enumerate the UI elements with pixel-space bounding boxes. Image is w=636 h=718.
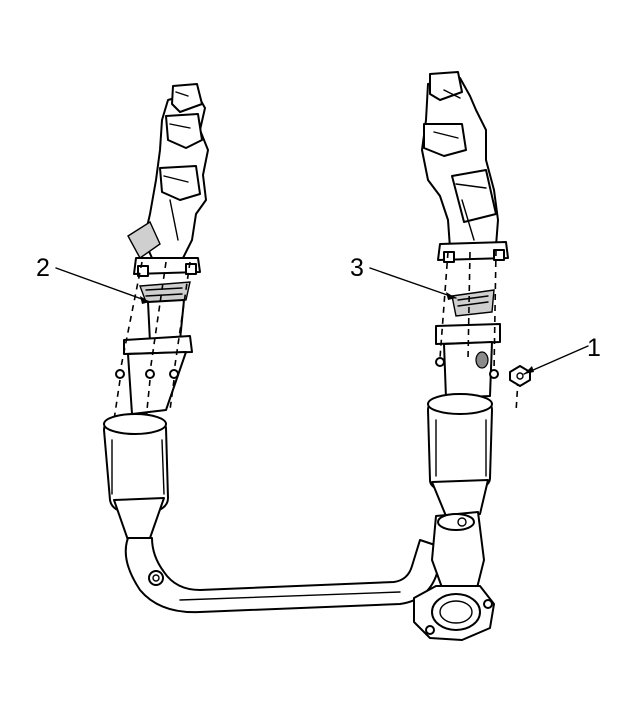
left-catalytic-converter [103, 413, 169, 541]
callout-2-label: 2 [36, 254, 50, 282]
outlet-flange [413, 585, 495, 641]
right-nut [509, 365, 531, 387]
callout-3-label: 3 [350, 254, 364, 282]
right-catalytic-converter [427, 393, 493, 517]
left-gasket [139, 281, 191, 303]
callout-1-label: 1 [587, 334, 601, 362]
callout-leaders [55, 267, 589, 375]
right-front-pipe [435, 323, 501, 399]
right-exhaust-manifold [421, 71, 499, 249]
left-front-pipe [123, 299, 193, 415]
left-exhaust-manifold [127, 83, 209, 260]
left-upper-flange [133, 257, 201, 277]
right-gasket [451, 289, 495, 317]
left-studs [113, 261, 191, 421]
crossover-pipe [124, 537, 445, 614]
right-upper-flange [437, 241, 509, 263]
